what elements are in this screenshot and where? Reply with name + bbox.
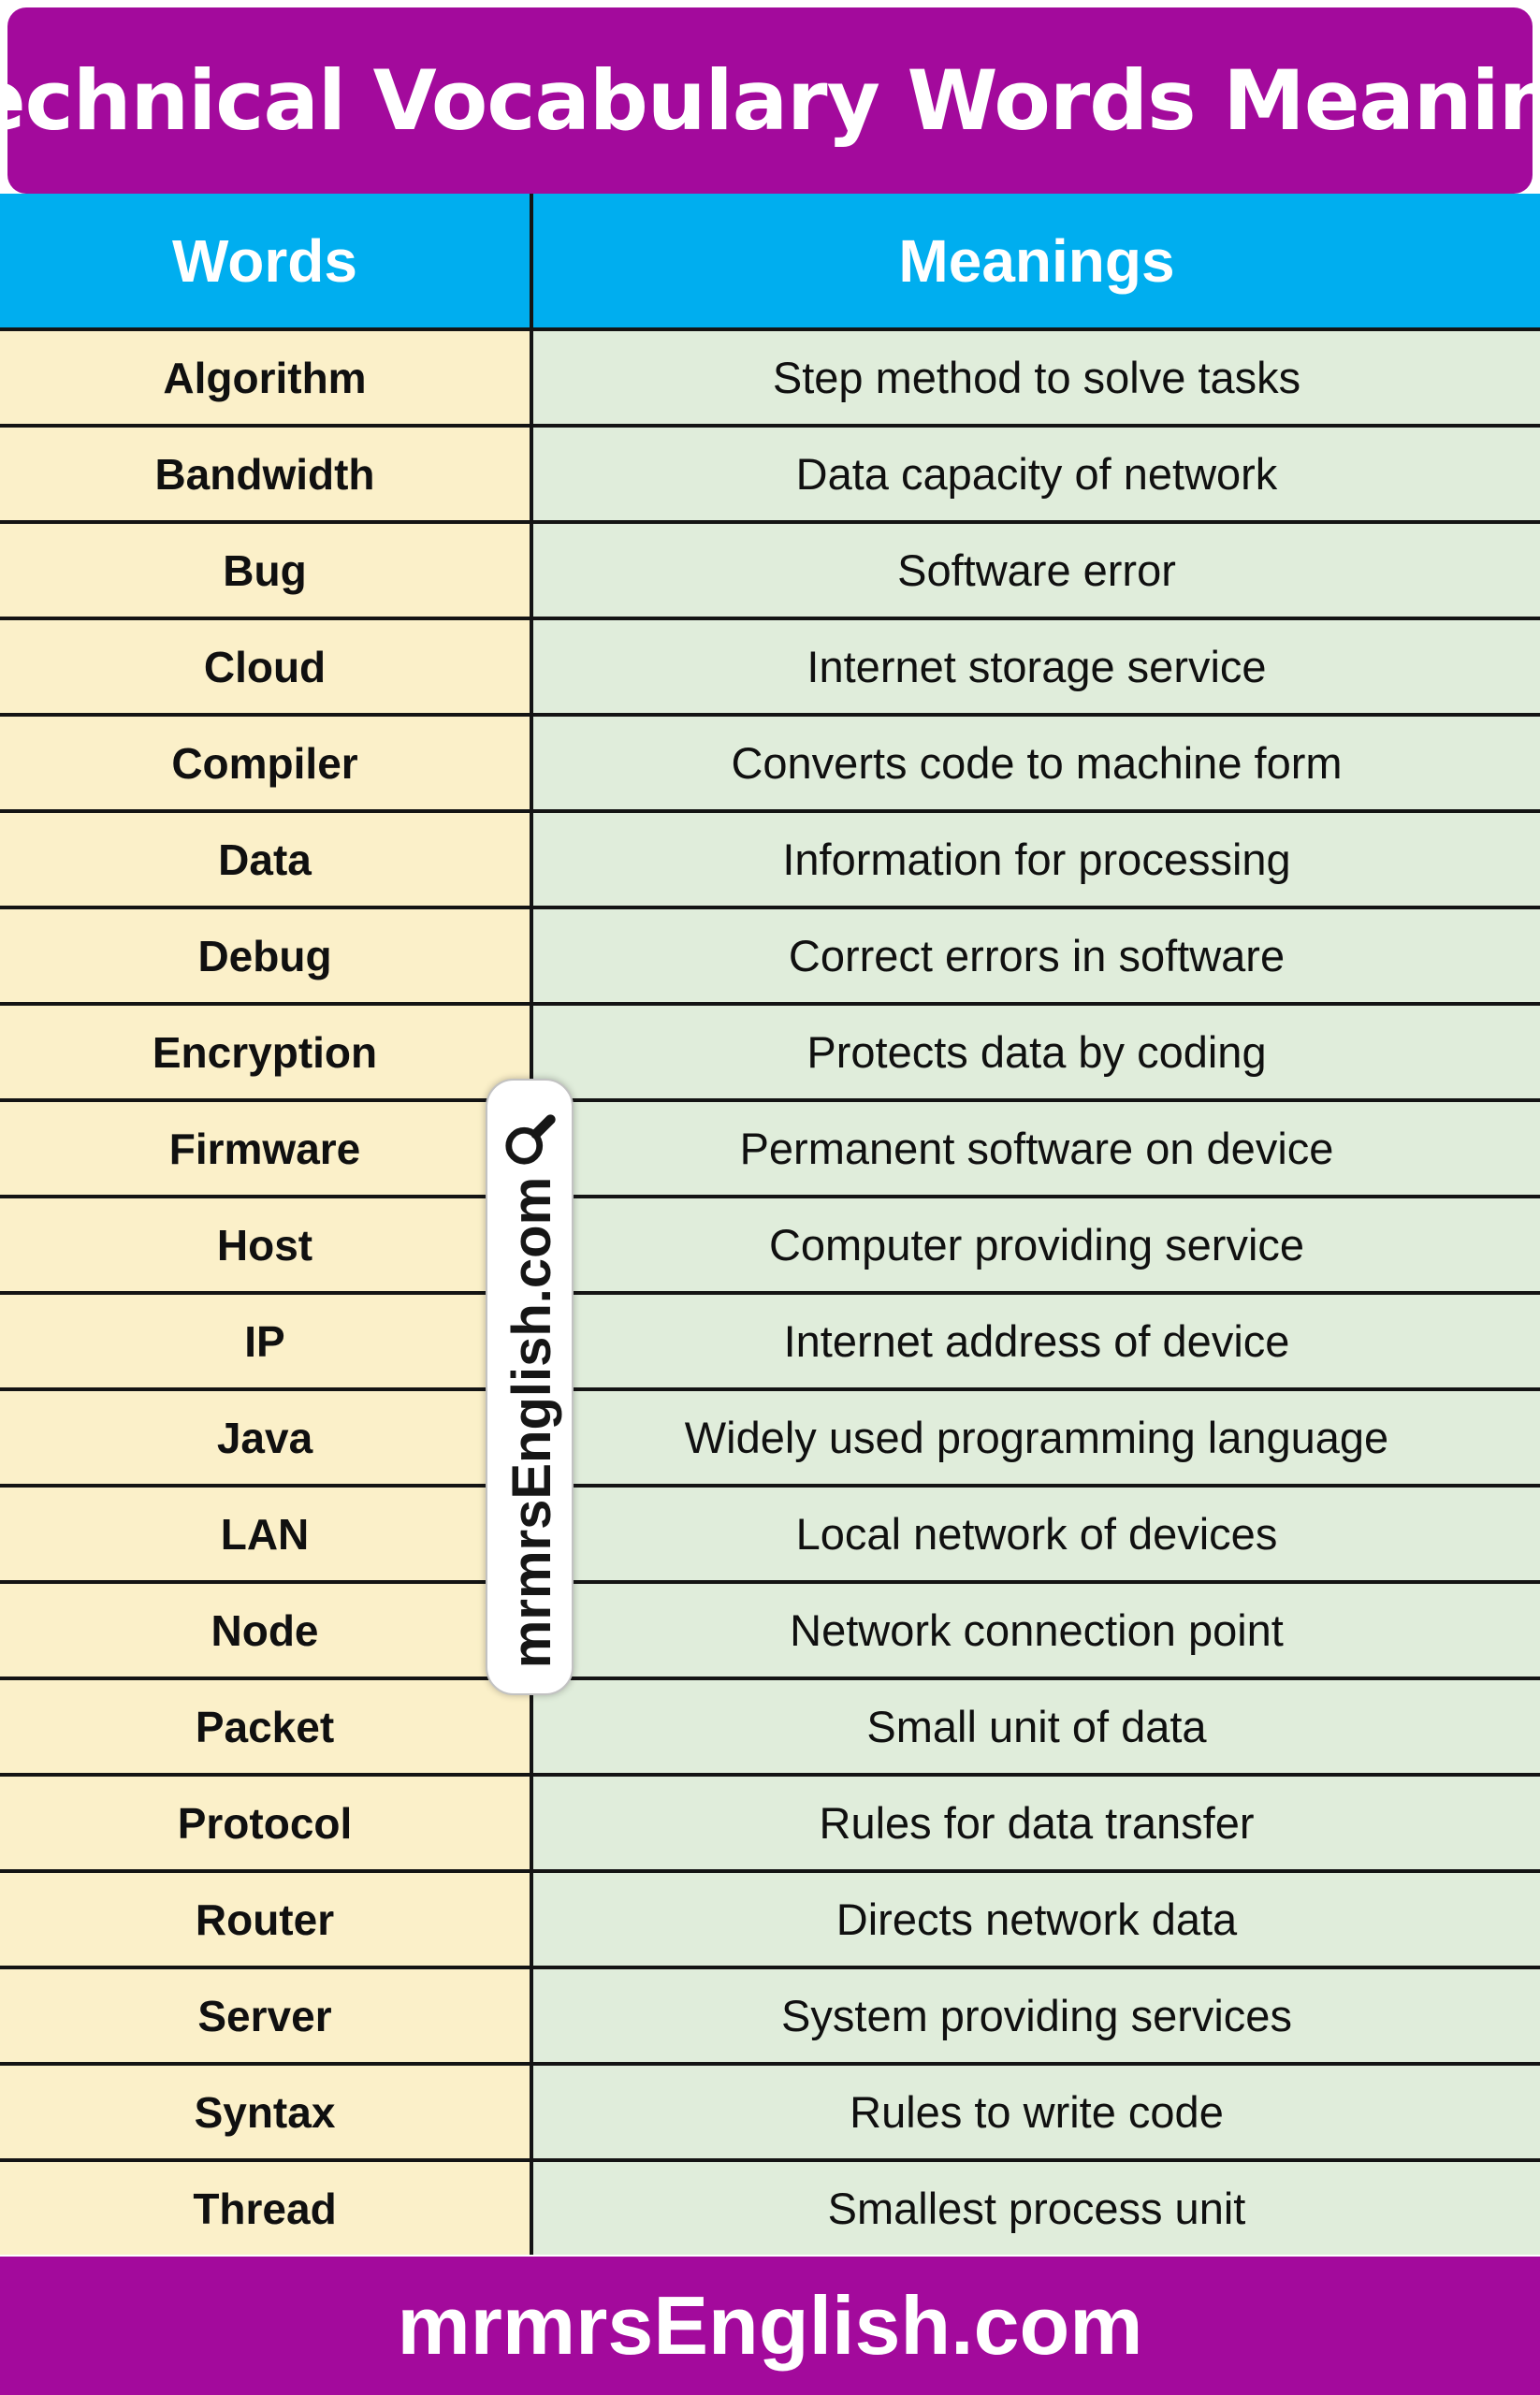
table-row: Encryption Protects data by coding xyxy=(0,1002,1540,1098)
meaning-cell: Local network of devices xyxy=(533,1488,1540,1580)
table-row: Syntax Rules to write code xyxy=(0,2062,1540,2158)
meaning-cell: Internet address of device xyxy=(533,1295,1540,1387)
watermark-content: mrmrsEnglish.com xyxy=(487,1081,572,1693)
word-cell: Java xyxy=(0,1391,533,1484)
word-cell: Algorithm xyxy=(0,331,533,424)
word-cell: LAN xyxy=(0,1488,533,1580)
meaning-cell: Correct errors in software xyxy=(533,909,1540,1002)
word-cell: Packet xyxy=(0,1680,533,1773)
table-row: Algorithm Step method to solve tasks xyxy=(0,327,1540,424)
word-cell: Bandwidth xyxy=(0,428,533,520)
table-row: Java Widely used programming language xyxy=(0,1387,1540,1484)
watermark-text: mrmrsEnglish.com xyxy=(501,1176,562,1669)
meaning-cell: Small unit of data xyxy=(533,1680,1540,1773)
meaning-cell: Permanent software on device xyxy=(533,1102,1540,1195)
meaning-cell: Information for processing xyxy=(533,813,1540,906)
word-cell: Bug xyxy=(0,524,533,617)
word-cell: Router xyxy=(0,1873,533,1966)
magnifier-icon xyxy=(505,1114,556,1165)
meaning-cell: Network connection point xyxy=(533,1584,1540,1676)
table-row: Router Directs network data xyxy=(0,1869,1540,1966)
column-header-words: Words xyxy=(0,194,533,327)
word-cell: Protocol xyxy=(0,1777,533,1869)
word-cell: Compiler xyxy=(0,717,533,809)
meaning-cell: Software error xyxy=(533,524,1540,617)
table-row: Data Information for processing xyxy=(0,809,1540,906)
table-row: Packet Small unit of data xyxy=(0,1676,1540,1773)
meaning-cell: Data capacity of network xyxy=(533,428,1540,520)
table-row: Compiler Converts code to machine form xyxy=(0,713,1540,809)
meaning-cell: Smallest process unit xyxy=(533,2162,1540,2255)
table-row: Protocol Rules for data transfer xyxy=(0,1773,1540,1869)
meaning-cell: Directs network data xyxy=(533,1873,1540,1966)
word-cell: Syntax xyxy=(0,2066,533,2158)
table-header-row: Words Meanings xyxy=(0,194,1540,327)
word-cell: Debug xyxy=(0,909,533,1002)
word-cell: Cloud xyxy=(0,620,533,713)
word-cell: Server xyxy=(0,1969,533,2062)
word-cell: IP xyxy=(0,1295,533,1387)
table-row: IP Internet address of device xyxy=(0,1291,1540,1387)
table-body: Algorithm Step method to solve tasks Ban… xyxy=(0,327,1540,2255)
footer-site-name: mrmrsEnglish.com xyxy=(397,2279,1143,2372)
table-row: Host Computer providing service xyxy=(0,1195,1540,1291)
table-row: Firmware Permanent software on device xyxy=(0,1098,1540,1195)
table-row: Server System providing services xyxy=(0,1966,1540,2062)
word-cell: Node xyxy=(0,1584,533,1676)
table-row: Thread Smallest process unit xyxy=(0,2158,1540,2255)
word-cell: Encryption xyxy=(0,1006,533,1098)
meaning-cell: Rules for data transfer xyxy=(533,1777,1540,1869)
meaning-cell: System providing services xyxy=(533,1969,1540,2062)
word-cell: Thread xyxy=(0,2162,533,2255)
meaning-cell: Protects data by coding xyxy=(533,1006,1540,1098)
meaning-cell: Converts code to machine form xyxy=(533,717,1540,809)
watermark-badge: mrmrsEnglish.com xyxy=(486,1079,574,1695)
word-cell: Data xyxy=(0,813,533,906)
table-row: LAN Local network of devices xyxy=(0,1484,1540,1580)
meaning-cell: Internet storage service xyxy=(533,620,1540,713)
word-cell: Host xyxy=(0,1198,533,1291)
column-header-meanings: Meanings xyxy=(898,226,1175,295)
meaning-cell: Step method to solve tasks xyxy=(533,331,1540,424)
table-row: Node Network connection point xyxy=(0,1580,1540,1676)
word-cell: Firmware xyxy=(0,1102,533,1195)
table-row: Bug Software error xyxy=(0,520,1540,617)
meaning-cell: Rules to write code xyxy=(533,2066,1540,2158)
title-banner: Technical Vocabulary Words Meaning xyxy=(0,7,1540,194)
footer-banner: mrmrsEnglish.com xyxy=(0,2257,1540,2395)
meaning-cell: Computer providing service xyxy=(533,1198,1540,1291)
table-row: Cloud Internet storage service xyxy=(0,617,1540,713)
meaning-cell: Widely used programming language xyxy=(533,1391,1540,1484)
table-row: Bandwidth Data capacity of network xyxy=(0,424,1540,520)
table-row: Debug Correct errors in software xyxy=(0,906,1540,1002)
page-title: Technical Vocabulary Words Meaning xyxy=(0,52,1540,149)
